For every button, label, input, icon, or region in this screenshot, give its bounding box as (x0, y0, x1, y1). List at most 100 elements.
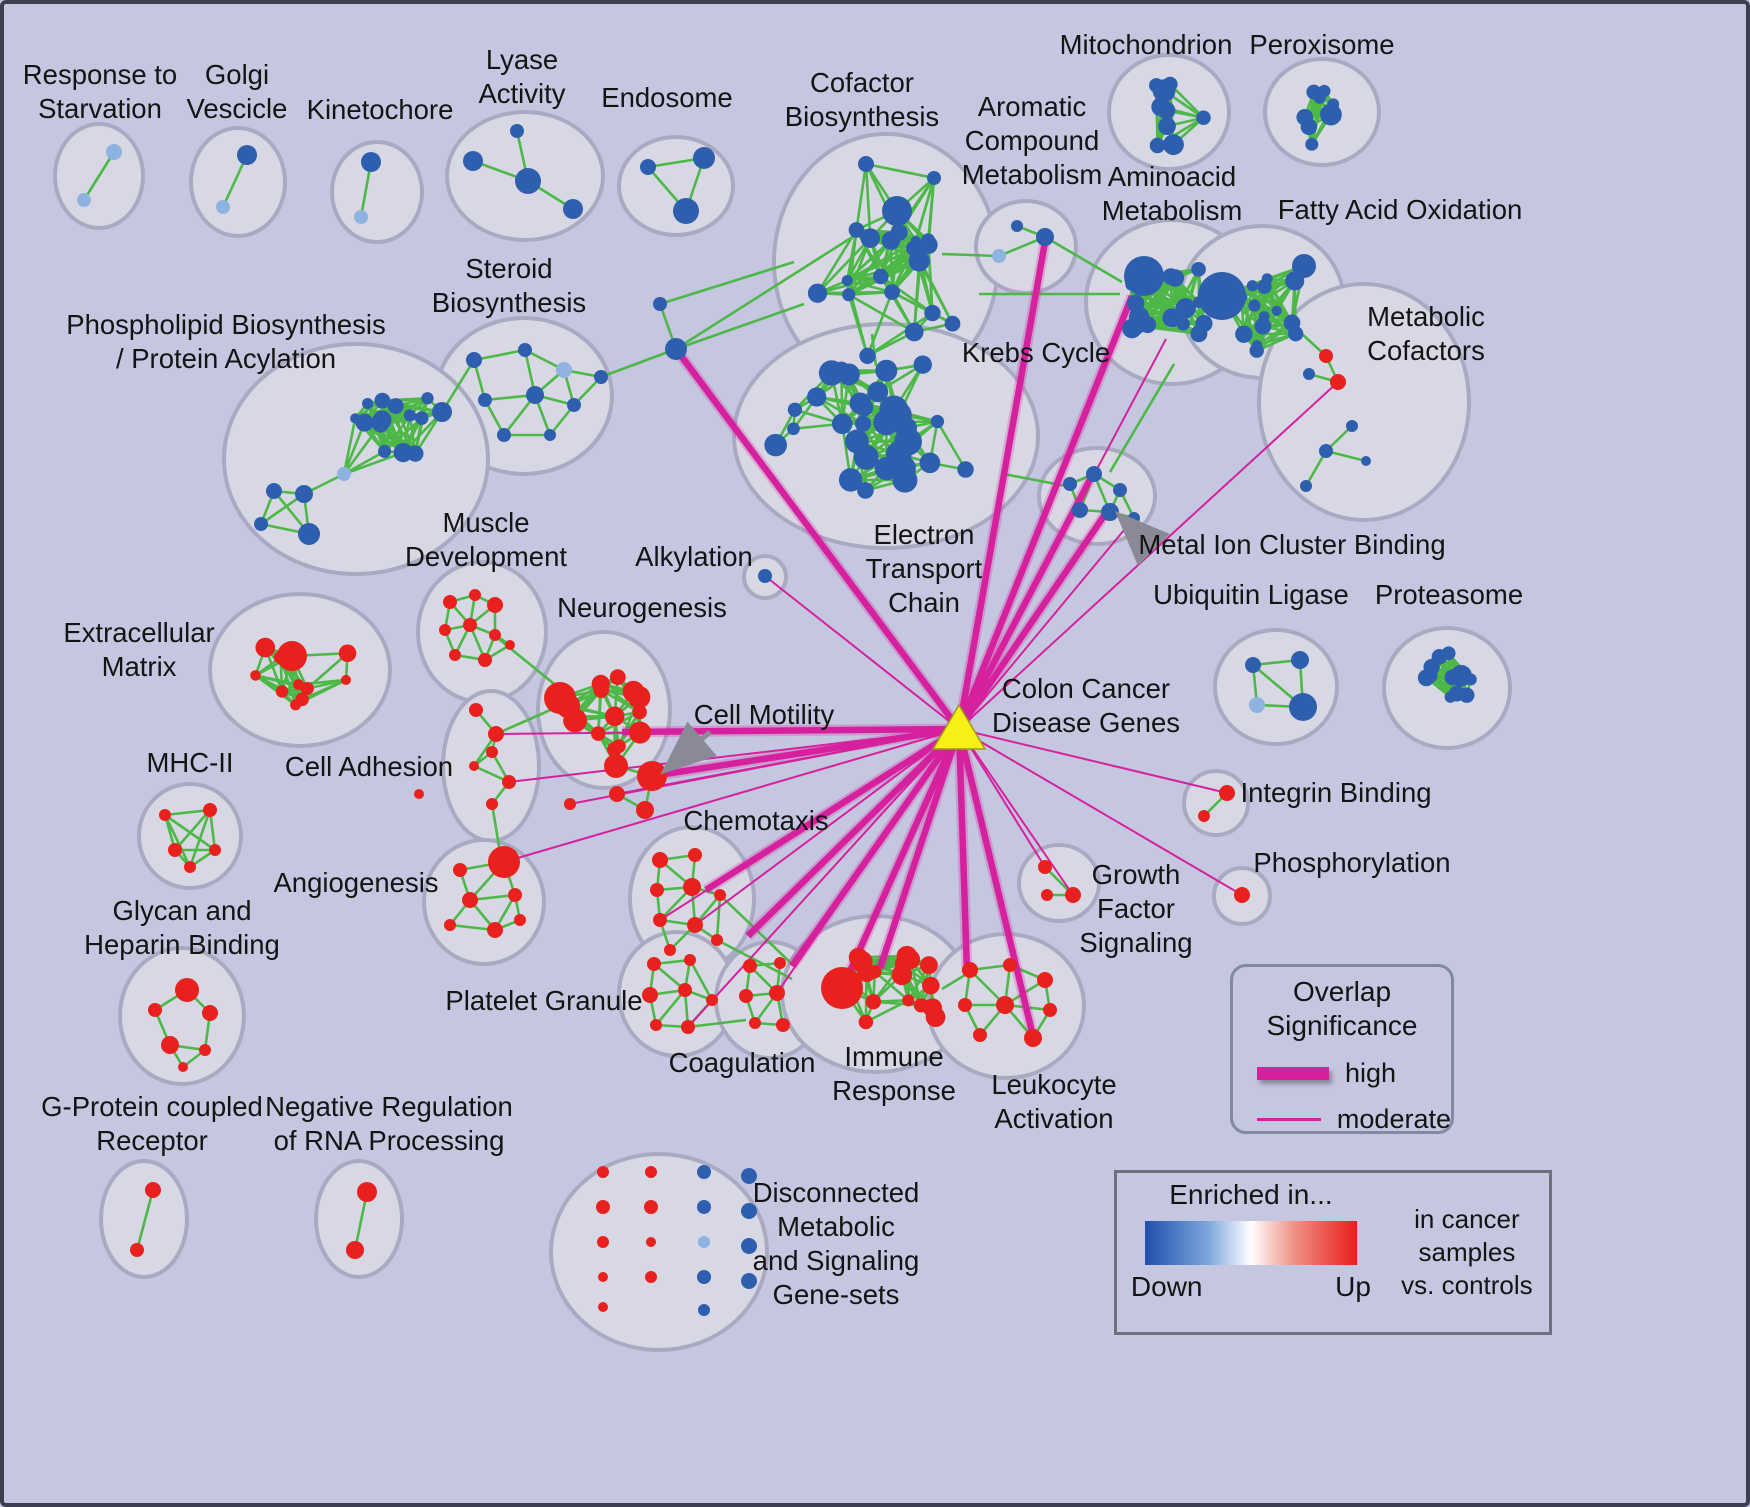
gene-set-node-muscle-development[interactable] (505, 640, 515, 650)
gene-set-node-leukocyte-activation[interactable] (1037, 972, 1053, 988)
gene-set-node-metabolic-cofactors[interactable] (1303, 368, 1315, 380)
gene-set-node-fatty-acid-oxidation[interactable] (1257, 279, 1272, 294)
overlap-link-high[interactable] (955, 728, 1037, 1037)
gene-set-node-fatty-acid-oxidation[interactable] (1248, 299, 1261, 312)
gene-set-node-steroid-biosynthesis[interactable] (518, 343, 532, 357)
gene-set-node-loose[interactable] (564, 798, 576, 810)
gene-set-node-fatty-acid-oxidation[interactable] (1254, 317, 1272, 335)
gene-set-node-loose[interactable] (665, 338, 687, 360)
gene-set-node-kinetochore[interactable] (361, 152, 381, 172)
gene-set-node-angiogenesis[interactable] (488, 846, 520, 878)
gene-set-node-electron-transport-chain[interactable] (838, 468, 863, 492)
gene-set-node-angiogenesis[interactable] (444, 919, 456, 931)
gene-set-node-coagulation[interactable] (776, 1018, 790, 1032)
gene-set-node-phospholipid-biosynthesis[interactable] (374, 392, 391, 409)
gene-set-node-mitochondrion[interactable] (1149, 137, 1166, 154)
gene-set-node-fatty-acid-oxidation[interactable] (1251, 339, 1263, 351)
overlap-link-high[interactable] (673, 347, 962, 731)
gene-set-node-mhc-ii[interactable] (209, 844, 221, 856)
overlap-link-moderate[interactable] (508, 728, 960, 783)
gene-set-node-integrin-binding[interactable] (1219, 785, 1235, 801)
gene-set-node-glycan-heparin-binding[interactable] (161, 1036, 179, 1054)
gene-set-node-mitochondrion[interactable] (1196, 110, 1211, 125)
gene-set-node-disconnected-gene-sets[interactable] (645, 1271, 657, 1283)
gene-set-node-fatty-acid-oxidation[interactable] (1288, 326, 1304, 342)
gene-set-node-cell-adhesion[interactable] (486, 746, 498, 758)
gene-set-node-steroid-biosynthesis[interactable] (594, 370, 608, 384)
gene-set-node-metal-ion-cluster-binding[interactable] (1086, 466, 1102, 482)
gene-set-node-aminoacid-metabolism[interactable] (1175, 298, 1196, 319)
gene-set-node-proteasome[interactable] (1431, 649, 1448, 665)
overlap-link-moderate[interactable] (958, 728, 1074, 896)
gene-set-node-metal-ion-cluster-binding[interactable] (1113, 483, 1127, 497)
gene-set-node-kinetochore[interactable] (354, 210, 368, 224)
gene-set-node-lyase-activity[interactable] (463, 151, 483, 171)
gene-set-node-metal-ion-cluster-binding[interactable] (1072, 502, 1088, 518)
gene-set-node-aminoacid-metabolism[interactable] (1190, 325, 1208, 343)
gene-set-node-ubiquitin-ligase[interactable] (1249, 697, 1265, 713)
gene-set-node-muscle-development[interactable] (439, 624, 451, 636)
gene-set-node-leukocyte-activation[interactable] (996, 996, 1014, 1014)
gene-set-node-immune-response[interactable] (850, 950, 873, 973)
gene-set-node-glycan-heparin-binding[interactable] (175, 978, 199, 1002)
gene-set-node-electron-transport-chain[interactable] (764, 433, 787, 457)
gene-set-node-growth-factor-signaling[interactable] (1041, 889, 1053, 901)
gene-set-node-mhc-ii[interactable] (184, 861, 196, 873)
gene-set-node-glycan-heparin-binding[interactable] (202, 1005, 218, 1021)
gene-set-node-metabolic-cofactors[interactable] (1330, 374, 1346, 390)
gene-set-node-leukocyte-activation[interactable] (1024, 1029, 1042, 1047)
overlap-link-high[interactable] (876, 727, 963, 970)
gene-set-node-cofactor-biosynthesis[interactable] (842, 288, 856, 302)
gene-set-node-metal-ion-cluster-binding[interactable] (1128, 512, 1140, 524)
gene-set-node-cofactor-biosynthesis[interactable] (807, 283, 828, 303)
gene-set-node-endosome[interactable] (693, 147, 715, 169)
gene-set-node-cell-adhesion[interactable] (469, 761, 479, 771)
gene-set-node-chemotaxis[interactable] (688, 848, 702, 862)
gene-set-node-aromatic-compound-metabolism[interactable] (1036, 228, 1054, 246)
gene-set-node-disconnected-gene-sets[interactable] (697, 1200, 711, 1214)
gene-set-node-cofactor-biosynthesis[interactable] (873, 268, 889, 285)
gene-set-node-electron-transport-chain[interactable] (787, 402, 803, 417)
colon-cancer-hub-triangle[interactable] (931, 703, 987, 750)
gene-set-node-disconnected-gene-sets[interactable] (741, 1238, 757, 1254)
gene-set-node-response-to-starvation[interactable] (106, 144, 122, 160)
gene-set-node-g-protein-coupled-receptor[interactable] (145, 1182, 161, 1198)
gene-set-node-angiogenesis[interactable] (462, 892, 478, 908)
gene-set-node-metabolic-cofactors[interactable] (1300, 480, 1312, 492)
gene-set-node-g-protein-coupled-receptor[interactable] (130, 1243, 144, 1257)
gene-set-node-neurogenesis[interactable] (590, 726, 606, 741)
gene-set-node-leukocyte-activation[interactable] (962, 962, 978, 978)
overlap-link-moderate[interactable] (616, 728, 960, 795)
gene-set-node-phospholipid-biosynthesis[interactable] (403, 409, 417, 422)
gene-set-node-chemotaxis[interactable] (687, 917, 703, 933)
gene-set-node-disconnected-gene-sets[interactable] (596, 1200, 610, 1214)
gene-set-node-coagulation[interactable] (743, 959, 757, 973)
gene-set-node-metabolic-cofactors[interactable] (1346, 420, 1358, 432)
gene-set-node-electron-transport-chain[interactable] (913, 355, 932, 374)
gene-set-node-metabolic-cofactors[interactable] (1319, 444, 1333, 458)
gene-set-node-growth-factor-signaling[interactable] (1038, 860, 1052, 874)
gene-set-node-disconnected-gene-sets[interactable] (597, 1166, 609, 1178)
gene-set-node-metal-ion-cluster-binding[interactable] (1063, 477, 1077, 491)
gene-set-node-aromatic-compound-metabolism[interactable] (1011, 220, 1023, 232)
gene-set-node-phospholipid-biosynthesis[interactable] (387, 398, 404, 414)
gene-set-node-aminoacid-metabolism[interactable] (1125, 278, 1138, 291)
gene-set-node-disconnected-gene-sets[interactable] (741, 1168, 757, 1184)
gene-set-node-mhc-ii[interactable] (203, 803, 217, 817)
gene-set-node-angiogenesis[interactable] (453, 863, 467, 877)
gene-set-node-angiogenesis[interactable] (514, 914, 526, 926)
gene-set-node-electron-transport-chain[interactable] (873, 409, 900, 436)
gene-set-node-aminoacid-metabolism[interactable] (1162, 308, 1182, 328)
gene-set-node-integrin-binding[interactable] (1198, 810, 1210, 822)
gene-set-node-neurogenesis[interactable] (593, 682, 610, 699)
gene-set-node-platelet-granule[interactable] (678, 983, 692, 997)
gene-set-node-negative-regulation-rna-processing[interactable] (357, 1182, 377, 1202)
overlap-link-moderate[interactable] (958, 517, 1135, 730)
gene-set-node-extracellular-matrix[interactable] (277, 641, 307, 671)
gene-set-node-platelet-granule[interactable] (681, 1020, 695, 1034)
overlap-link-moderate[interactable] (764, 575, 960, 730)
gene-set-node-electron-transport-chain[interactable] (844, 429, 869, 454)
gene-set-node-proteasome[interactable] (1425, 670, 1438, 683)
gene-set-node-aminoacid-metabolism[interactable] (1139, 316, 1157, 334)
gene-set-node-aromatic-compound-metabolism[interactable] (992, 249, 1006, 263)
